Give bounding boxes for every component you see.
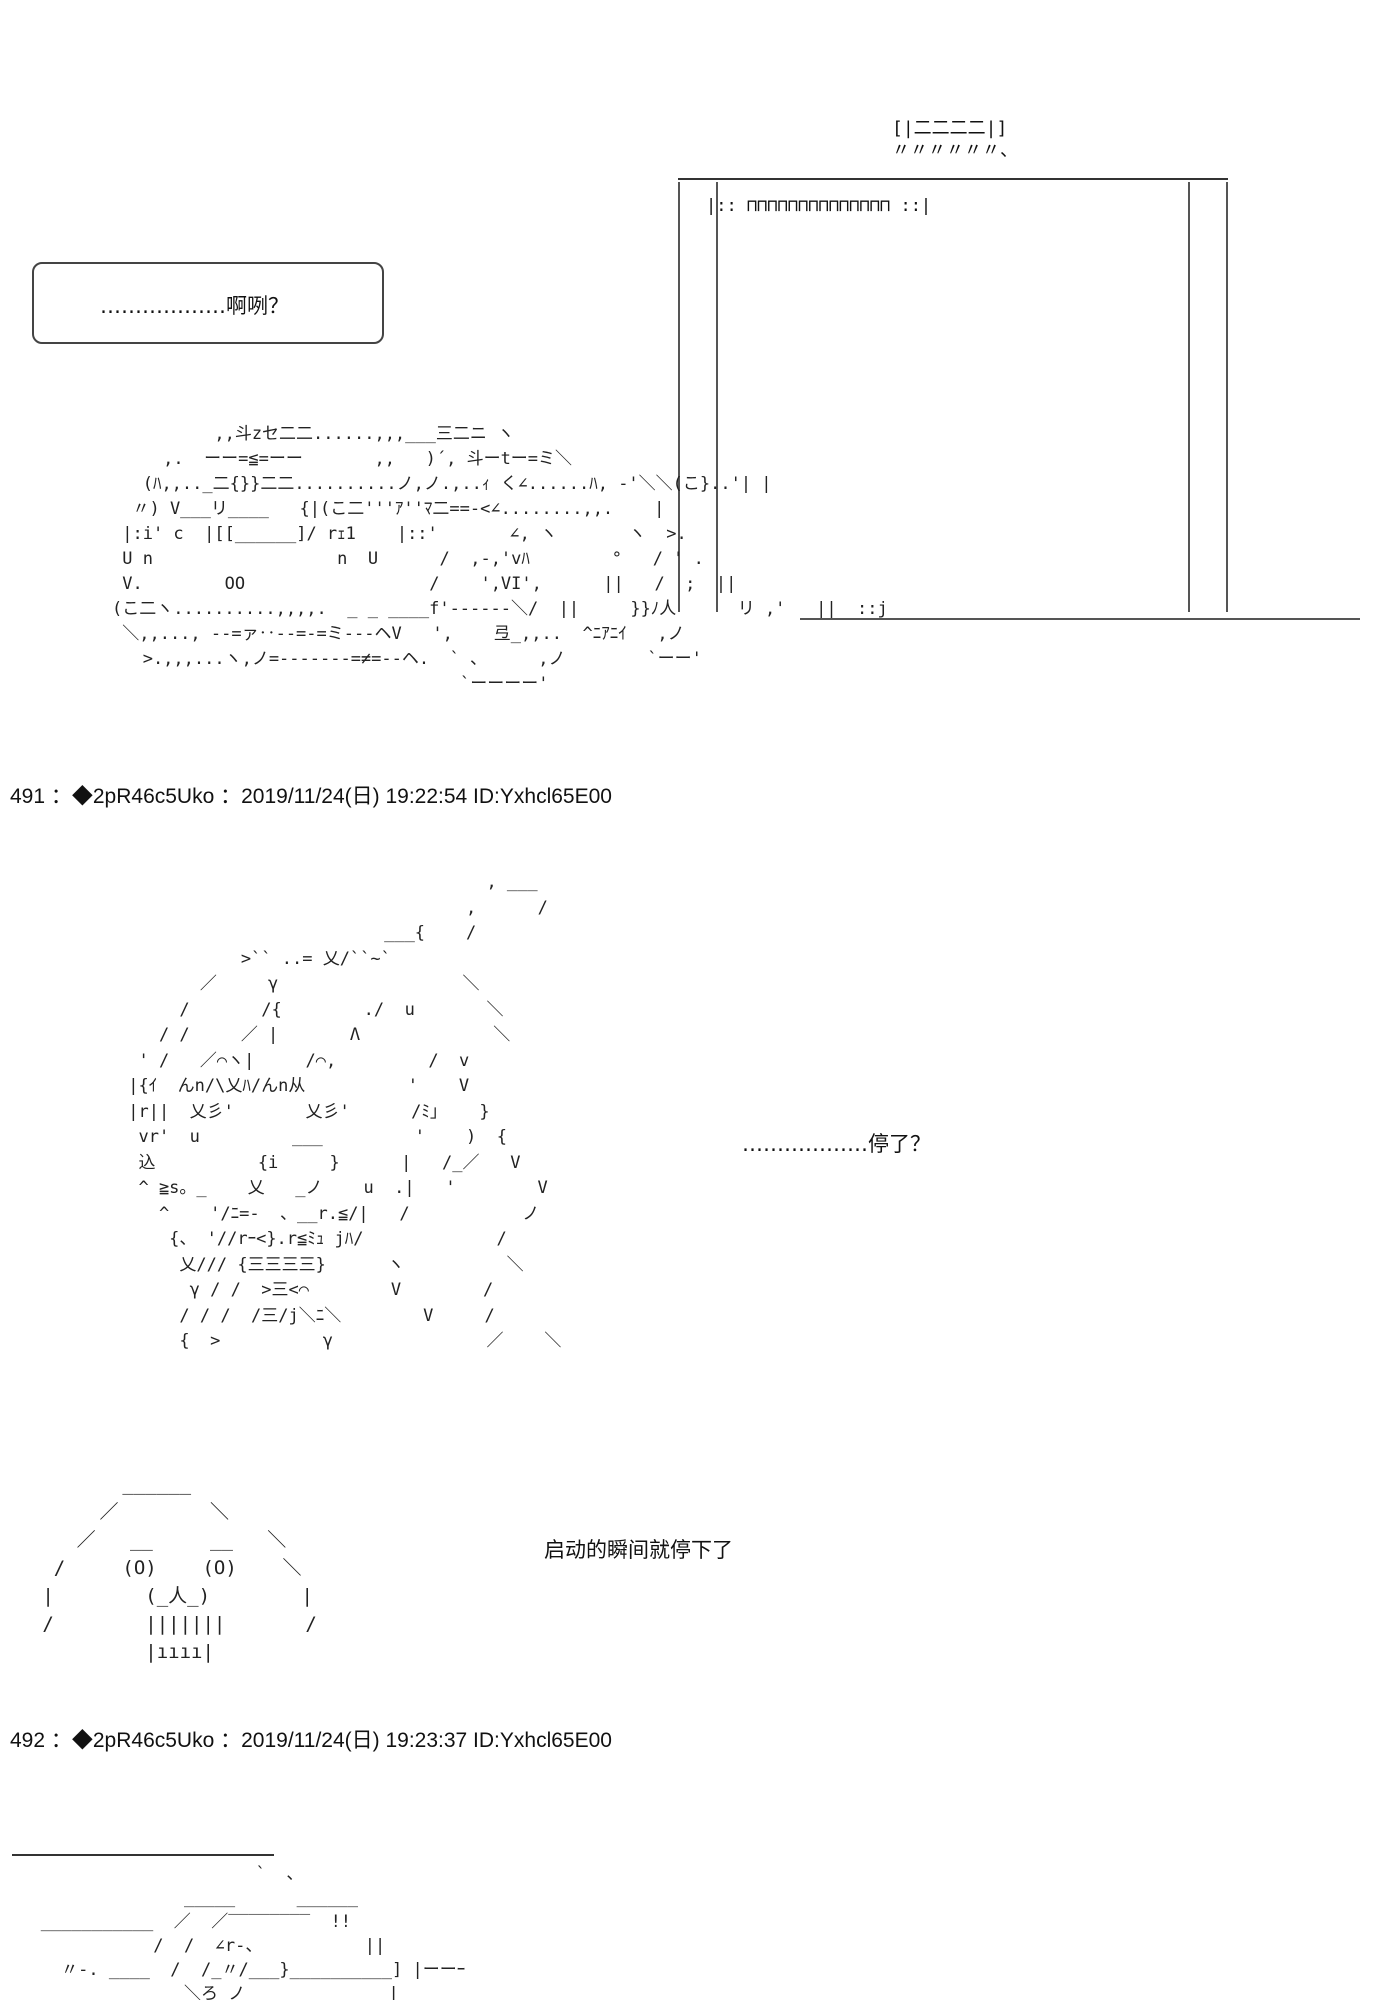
wall-ascii-art: ` 、 _____ ______ ___________ ／ ／‾‾‾‾‾‾‾‾… [20,1864,466,2000]
gate-sign: [|二二二二|] 〃〃〃〃〃〃、 [892,118,1018,161]
speech-bubble-text: ………………啊咧？ [100,294,289,318]
girl-ascii-art: , ___ , / ___{ / >`` ..= 乂/``~` ／ γ ＼ / … [128,872,562,1351]
gate-beam [678,178,1228,180]
gate-pillar-right [1188,182,1228,612]
dialogue-line: 启动的瞬间就停下了 [544,1538,733,1562]
car-ascii-art: ,,斗zセ二二......,,,___三二ニ ヽ ,. ーー=≦=ーー ,, )… [112,424,888,694]
ground-line [800,618,1360,620]
post-header: 491 ：◆2pR46c5Uko ：2019/11/24(日) 19:22:54… [10,785,612,808]
gate-arch: |:: ⊓⊓⊓⊓⊓⊓⊓⊓⊓⊓⊓⊓⊓⊓ ::| [668,178,1228,618]
speech-bubble: ………………啊咧？ [32,262,384,344]
face-ascii-art: ______ ／ ＼ ／ __ __ ＼ / (O) (O) ＼ | (_人_)… [42,1473,317,1663]
post-header: 492 ：◆2pR46c5Uko ：2019/11/24(日) 19:23:37… [10,1729,612,1752]
speech-bubble-frame [32,262,384,344]
dialogue-line: ………………停了？ [742,1132,931,1156]
gate-pillar-left [678,182,718,612]
gate-crenellation: |:: ⊓⊓⊓⊓⊓⊓⊓⊓⊓⊓⊓⊓⊓⊓ ::| [706,196,932,216]
wall-top-rule [12,1854,274,1856]
